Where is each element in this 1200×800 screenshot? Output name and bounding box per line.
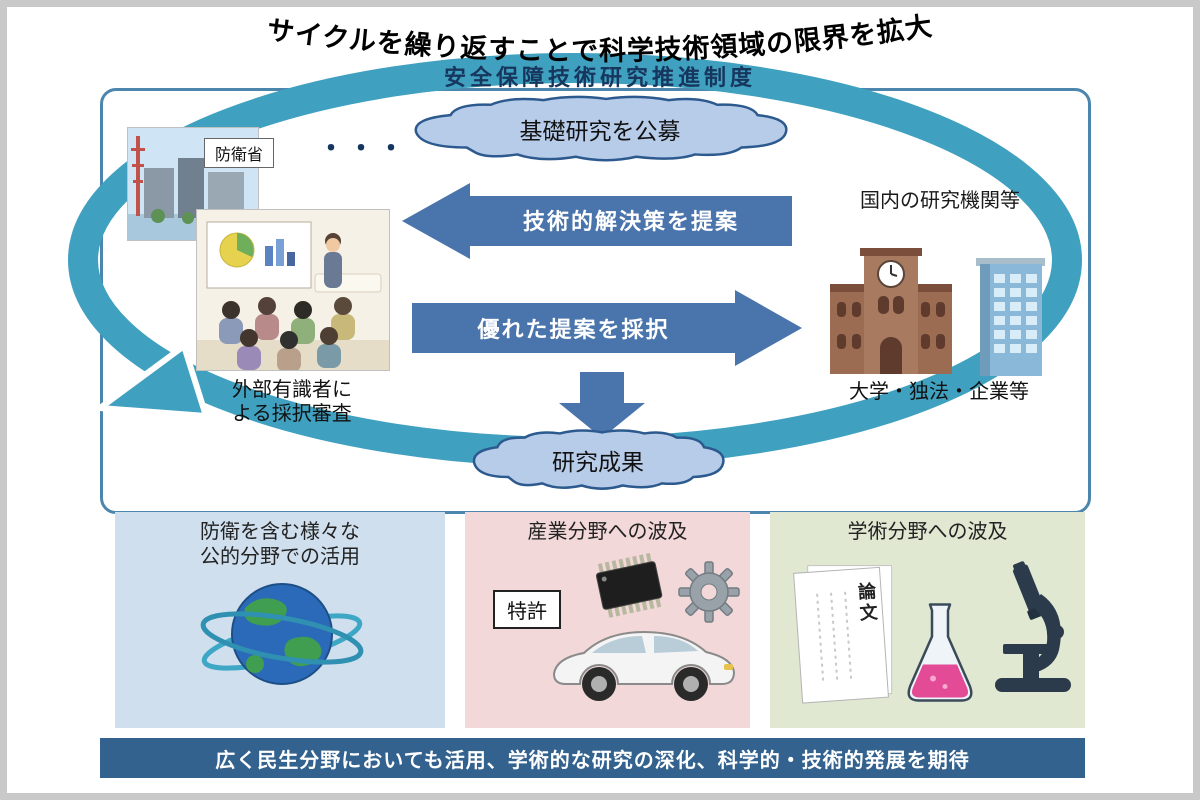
car-icon — [552, 630, 736, 701]
call-for-research-label: 基礎研究を公募 — [519, 118, 681, 144]
ellipsis-dots: ・・・ — [318, 133, 409, 163]
university-building-icon — [830, 248, 952, 374]
reviewer-caption-line2: よる採択審査 — [232, 403, 352, 425]
panel-academic-spillover: 学術分野への波及 論文 — [770, 512, 1085, 728]
ministry-label: 防衛省 — [204, 138, 275, 168]
panel-industry-spillover: 産業分野への波及 特許 — [465, 512, 750, 728]
ic-chip-icon — [595, 552, 663, 618]
paper-document-icon — [793, 565, 893, 704]
institutions-caption: 大学・独法・企業等 — [849, 381, 1029, 403]
research-results-cloud: 研究成果 — [462, 426, 734, 494]
panel-public-use: 防衛を含む様々な 公的分野での活用 — [115, 512, 445, 728]
panel-public-title-line2: 公的分野での活用 — [200, 546, 360, 568]
panel-industry-title: 産業分野への波及 — [527, 521, 688, 543]
research-results-label: 研究成果 — [552, 449, 644, 475]
panel-academic-title: 学術分野への波及 — [847, 521, 1008, 543]
call-for-research-cloud: 基礎研究を公募 — [398, 92, 802, 166]
review-meeting-photo — [197, 210, 389, 370]
flask-icon — [907, 603, 973, 702]
institutions-label: 国内の研究機関等 — [860, 190, 1020, 212]
page-title: 安全保障技術研究推進制度 — [443, 65, 756, 90]
building — [178, 158, 204, 218]
gear-icon — [678, 561, 740, 623]
microscope-icon — [995, 561, 1071, 692]
propose-arrow-label: 技術的解決策を提案 — [522, 209, 739, 234]
footer-banner: 広く民生分野においても活用、学術的な研究の深化、科学的・技術的発展を期待 — [100, 738, 1085, 778]
patent-label: 特許 — [493, 590, 561, 629]
reviewer-caption-line1: 外部有識者に — [232, 379, 352, 401]
arc-header-text: サイクルを繰り返すことで科学技術領域の限界を拡大 — [265, 11, 934, 66]
door — [880, 337, 902, 374]
presenter — [324, 233, 342, 288]
reviewer-caption: 外部有識者に よる採択審査 — [188, 378, 396, 426]
adopt-arrow-label: 優れた提案を採択 — [477, 317, 670, 342]
paper-label: 論文 — [855, 581, 879, 625]
university-and-company-icon — [830, 248, 1045, 376]
globe-orbit-icon — [200, 583, 364, 685]
panel-public-title-line1: 防衛を含む様々な — [200, 521, 360, 543]
panel-public-title: 防衛を含む様々な 公的分野での活用 — [115, 520, 445, 570]
office-building-icon — [976, 258, 1045, 376]
